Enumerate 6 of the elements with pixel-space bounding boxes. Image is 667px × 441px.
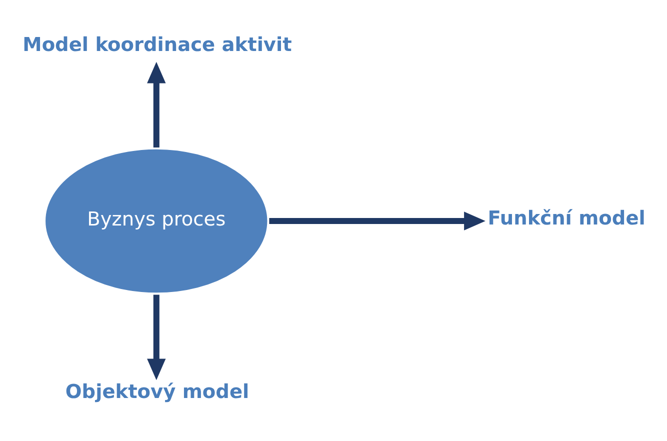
node-text: Objektový model: [65, 379, 250, 402]
arrow: [269, 211, 486, 230]
node-text: Model koordinace aktivit: [22, 32, 292, 56]
node-text: Funkční model: [488, 206, 646, 229]
arrow: [147, 61, 166, 147]
arrow: [147, 294, 166, 380]
